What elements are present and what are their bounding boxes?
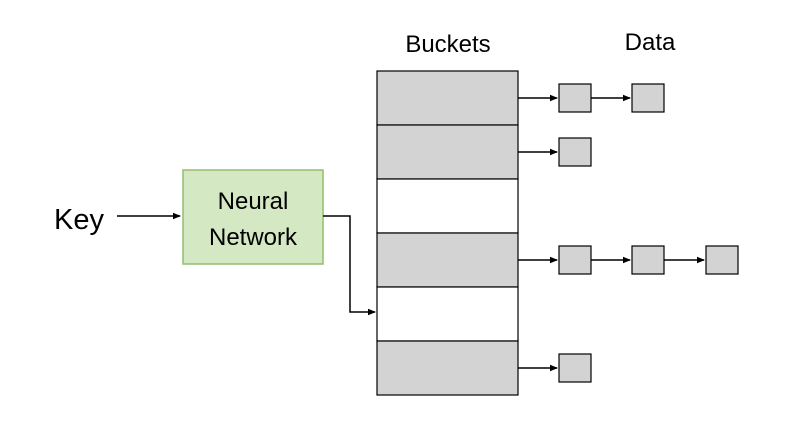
bucket-6: [376, 340, 519, 396]
buckets-column: [376, 70, 519, 396]
data-node-6-1: [558, 353, 592, 383]
data-node-4-1: [558, 245, 592, 275]
data-node-2-1: [558, 137, 592, 167]
key-label: Key: [54, 204, 104, 236]
network-to-bucket-arrow: [323, 215, 376, 316]
data-node-4-3: [705, 245, 739, 275]
data-header: Data: [625, 29, 676, 56]
buckets-header: Buckets: [405, 31, 490, 58]
bucket-1: [376, 70, 519, 126]
data-chains: [518, 83, 739, 383]
bucket-3: [376, 178, 519, 234]
network-label-line1: Neural: [218, 188, 289, 215]
bucket-2: [376, 124, 519, 180]
network-label-line2: Network: [209, 224, 298, 251]
data-node-1-2: [631, 83, 665, 113]
bucket-4: [376, 232, 519, 288]
neural-network-box: [182, 169, 324, 265]
data-node-1-1: [558, 83, 592, 113]
bucket-5: [376, 286, 519, 342]
data-node-4-2: [631, 245, 665, 275]
